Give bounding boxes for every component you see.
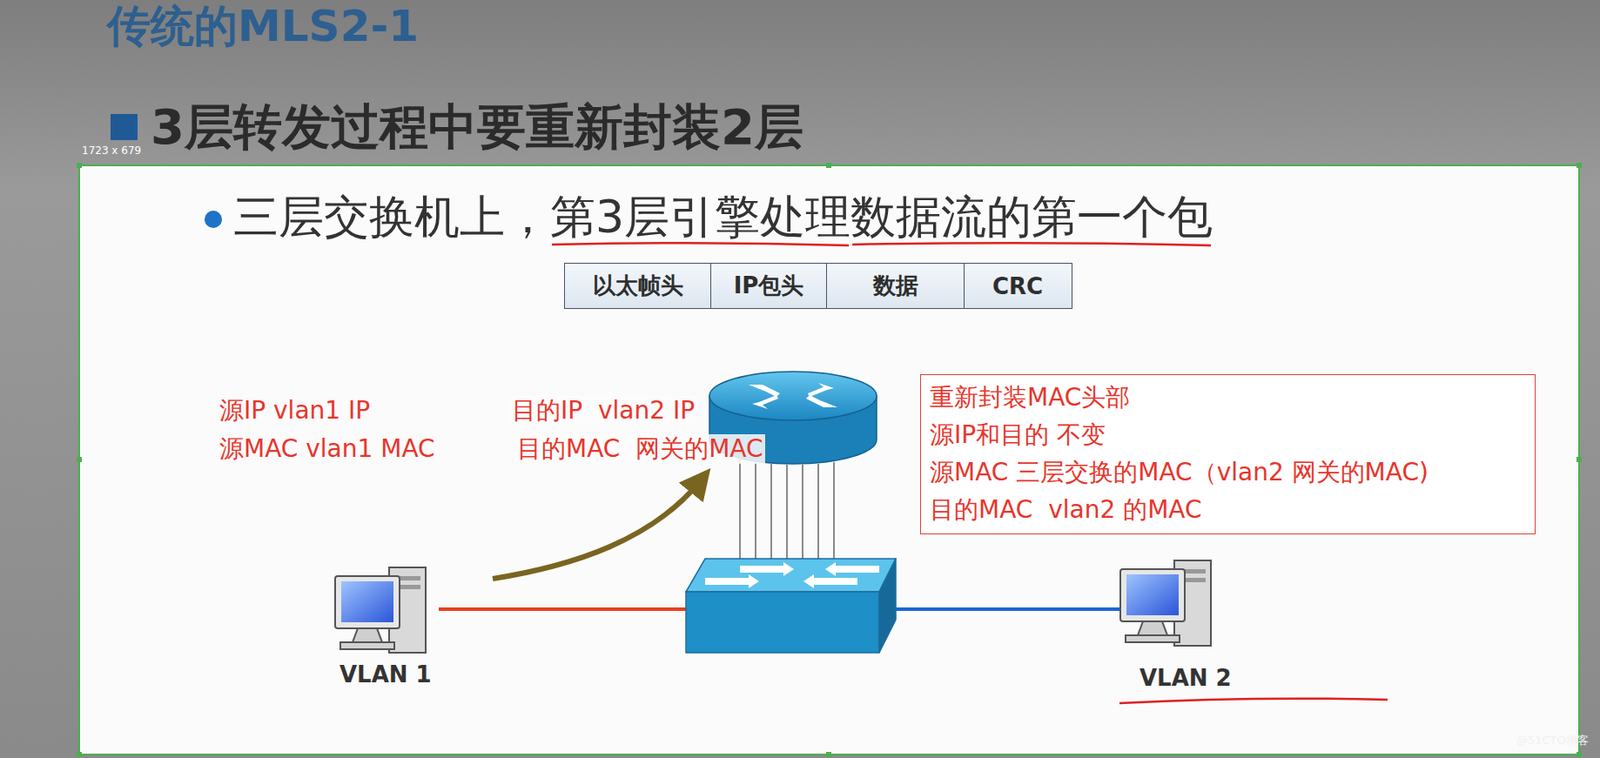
note-box: 重新封装MAC头部源IP和目的 不变源MAC 三层交换的MAC（vlan2 网关… — [920, 374, 1536, 535]
vlan2-pc — [1120, 560, 1211, 646]
field-name: 以太帧头 — [592, 270, 684, 302]
vlan2-wire — [894, 607, 1123, 612]
round-bullet — [204, 210, 222, 229]
switch-icon — [685, 558, 896, 653]
frame-field: 数据 — [826, 262, 965, 310]
frame-field: IP包头 — [710, 262, 828, 310]
packet-note: 源MAC vlan1 MAC — [219, 434, 436, 464]
square-bullet — [110, 114, 138, 141]
note-line: 源IP和目的 不变 — [929, 416, 1527, 454]
vlan-label: VLAN 2 — [1139, 665, 1232, 693]
slide-title: 传统的MLS2-1 — [107, 0, 419, 53]
packet-note: 源IP vlan1 IP — [219, 396, 370, 426]
packet-note: 目的MAC 网关的MAC — [515, 434, 766, 464]
frame-field: 以太帧头 — [564, 262, 712, 310]
bullet-text: 三层交换机上，第3层引擎处理数据流的第一个包 — [233, 189, 1213, 244]
note-line: 重新封装MAC头部 — [929, 378, 1527, 417]
note-line: 目的MAC vlan2 的MAC — [929, 490, 1527, 529]
vlan1-pc — [335, 567, 426, 653]
field-name: 数据 — [873, 270, 919, 302]
vlan-label: VLAN 1 — [339, 661, 432, 689]
hand-underline — [852, 242, 1211, 246]
watermark: @51CTO博客 — [1516, 733, 1589, 748]
frame-field: CRC — [963, 262, 1073, 310]
selection-panel — [79, 165, 1580, 755]
vlan1-wire — [438, 607, 688, 612]
packet-note: 目的IP vlan2 IP — [510, 396, 697, 426]
trunk-lines — [739, 459, 834, 575]
selection-handles — [76, 162, 1582, 758]
size-tag: 1723 x 679 — [81, 144, 142, 157]
hand-underline — [551, 242, 849, 246]
hand-underline — [1119, 699, 1388, 704]
flow-arrow — [492, 480, 701, 579]
field-name: CRC — [992, 273, 1043, 300]
note-line: 源MAC 三层交换的MAC（vlan2 网关的MAC) — [929, 453, 1527, 491]
slide-heading: 3层转发过程中要重新封装2层 — [150, 97, 804, 156]
field-name: IP包头 — [733, 270, 805, 302]
